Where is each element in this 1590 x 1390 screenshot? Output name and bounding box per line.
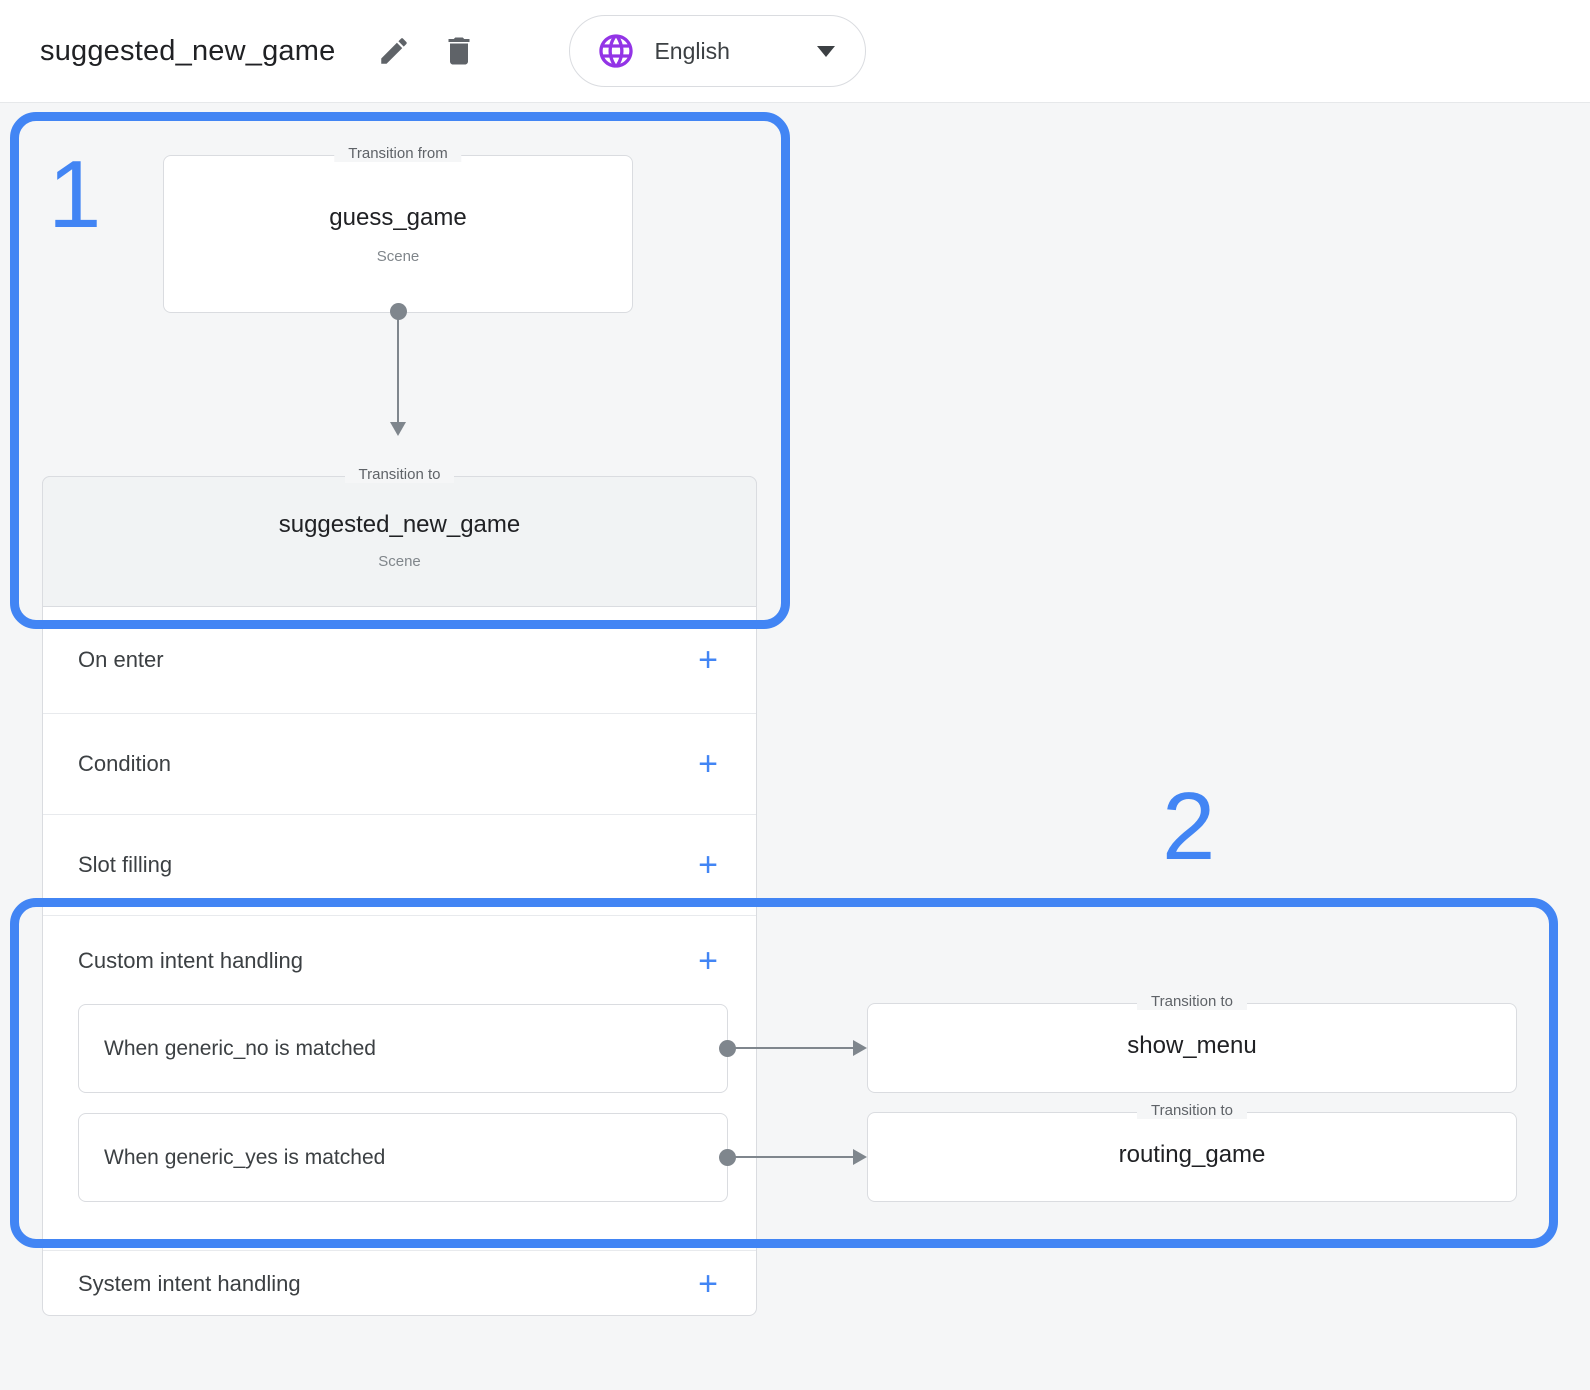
transition-to-legend: Transition to xyxy=(1137,993,1247,1010)
to-scene-name: suggested_new_game xyxy=(278,511,521,538)
target-scene-name: routing_game xyxy=(1118,1141,1266,1168)
connector-dot xyxy=(390,303,407,320)
language-label: English xyxy=(654,37,730,64)
globe-icon xyxy=(596,31,636,71)
intent-card-generic-no[interactable]: When generic_no is matched xyxy=(78,1004,728,1093)
section-label: Condition xyxy=(78,751,171,776)
connector-dot xyxy=(719,1040,736,1057)
connector-line xyxy=(397,312,399,424)
section-system-intent-handling: System intent handling + xyxy=(43,1250,756,1316)
transition-target-show-menu[interactable]: Transition to show_menu xyxy=(867,993,1517,1093)
target-scene-name: show_menu xyxy=(1127,1032,1257,1059)
add-on-enter-button[interactable]: + xyxy=(698,641,718,679)
transition-from-node[interactable]: Transition from guess_game Scene xyxy=(163,145,633,313)
from-scene-name: guess_game xyxy=(329,204,467,231)
page-title: suggested_new_game xyxy=(40,34,336,67)
transition-to-node[interactable]: Transition to suggested_new_game Scene xyxy=(42,466,757,607)
connector-line xyxy=(733,1047,855,1049)
connector-line xyxy=(733,1156,855,1158)
scene-canvas: Transition from guess_game Scene Transit… xyxy=(0,103,1590,1390)
section-label: On enter xyxy=(78,647,164,672)
trash-icon xyxy=(441,33,477,69)
section-label: Slot filling xyxy=(78,852,173,877)
intent-card-generic-yes[interactable]: When generic_yes is matched xyxy=(78,1113,728,1202)
add-custom-intent-button[interactable]: + xyxy=(698,941,718,980)
intent-condition: When generic_no is matched xyxy=(104,1036,376,1060)
section-condition: Condition + xyxy=(43,713,756,814)
connector-dot xyxy=(719,1149,736,1166)
to-scene-type: Scene xyxy=(378,553,421,570)
intent-condition: When generic_yes is matched xyxy=(104,1145,386,1169)
transition-to-legend: Transition to xyxy=(344,466,455,483)
add-condition-button[interactable]: + xyxy=(698,745,718,783)
arrowhead-right-icon xyxy=(853,1040,867,1056)
chevron-down-icon xyxy=(817,45,836,57)
arrowhead-right-icon xyxy=(853,1149,867,1165)
transition-from-legend: Transition from xyxy=(334,145,462,162)
language-selector[interactable]: English xyxy=(569,15,867,87)
annotation-number-2: 2 xyxy=(1162,773,1216,880)
edit-scene-button[interactable] xyxy=(377,34,411,68)
transition-target-routing-game[interactable]: Transition to routing_game xyxy=(867,1102,1517,1202)
delete-scene-button[interactable] xyxy=(441,33,477,69)
transition-to-legend: Transition to xyxy=(1137,1102,1247,1119)
pencil-icon xyxy=(377,34,411,68)
section-on-enter: On enter + xyxy=(43,607,756,713)
arrowhead-down-icon xyxy=(390,422,406,436)
header-bar: suggested_new_game English xyxy=(0,0,1590,103)
section-slot-filling: Slot filling + xyxy=(43,814,756,915)
section-custom-intent-handling: Custom intent handling + xyxy=(43,915,756,1005)
annotation-number-1: 1 xyxy=(48,141,102,248)
from-scene-type: Scene xyxy=(376,248,420,265)
scene-panel: Transition to suggested_new_game Scene O… xyxy=(42,466,757,1316)
section-label: System intent handling xyxy=(78,1270,301,1296)
add-system-intent-button[interactable]: + xyxy=(698,1264,718,1303)
section-label: Custom intent handling xyxy=(78,947,304,973)
add-slot-filling-button[interactable]: + xyxy=(698,846,718,884)
